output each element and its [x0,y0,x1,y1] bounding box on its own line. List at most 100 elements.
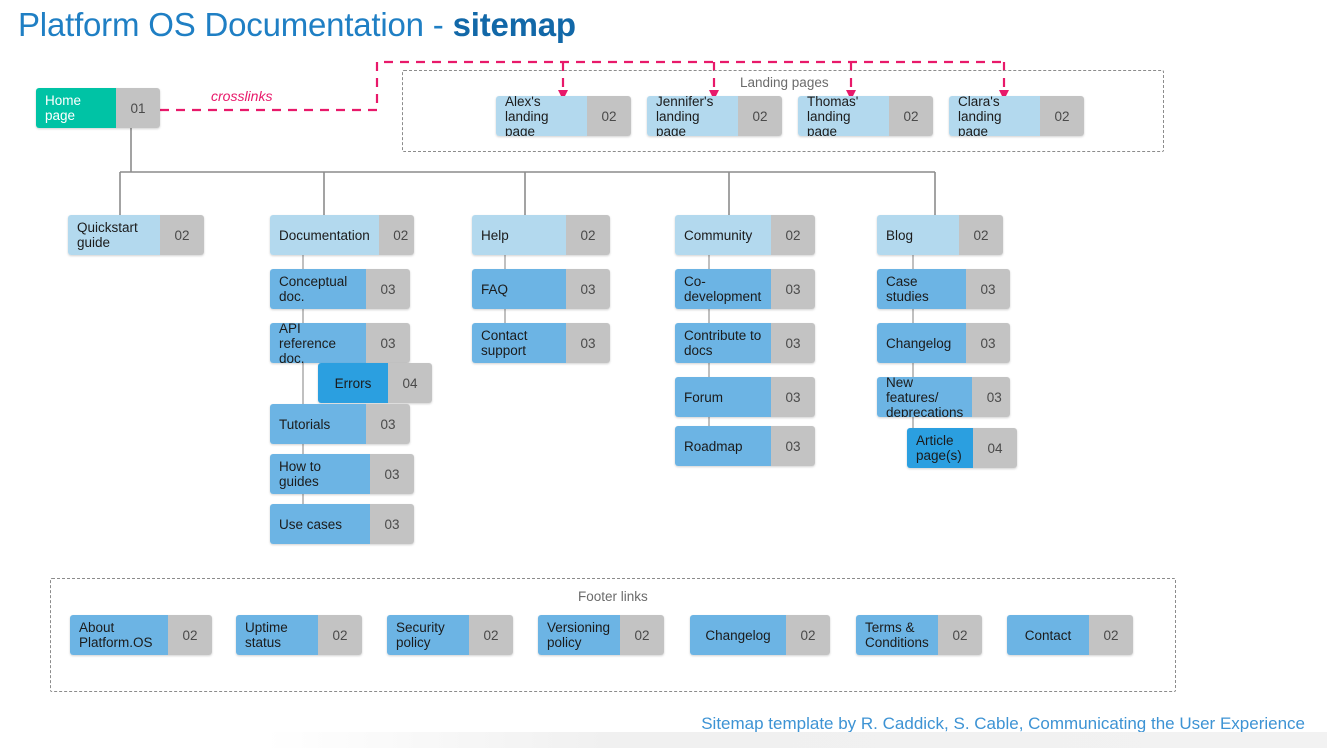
node-number: 02 [587,96,631,136]
node-label: Home page [36,88,116,128]
node-number: 03 [566,323,610,363]
node-co-development[interactable]: Co-development 03 [675,269,815,309]
node-label: Forum [675,377,771,417]
node-api-reference-doc[interactable]: API reference doc. 03 [270,323,410,363]
node-number: 03 [370,454,414,494]
node-footer-changelog[interactable]: Changelog 02 [690,615,830,655]
node-number: 03 [771,377,815,417]
node-label: New features/ deprecations [877,377,973,417]
node-conceptual-doc[interactable]: Conceptual doc. 03 [270,269,410,309]
node-number: 02 [469,615,513,655]
node-footer-contact[interactable]: Contact 02 [1007,615,1133,655]
landing-pages-group [402,70,1164,152]
node-documentation[interactable]: Documentation 02 [270,215,414,255]
node-number: 03 [366,269,410,309]
node-community[interactable]: Community 02 [675,215,815,255]
node-blog[interactable]: Blog 02 [877,215,1003,255]
node-roadmap[interactable]: Roadmap 03 [675,426,815,466]
node-footer-about[interactable]: About Platform.OS 02 [70,615,212,655]
node-forum[interactable]: Forum 03 [675,377,815,417]
node-number: 02 [1089,615,1133,655]
node-footer-uptime-status[interactable]: Uptime status 02 [236,615,362,655]
node-label: Changelog [690,615,786,655]
node-number: 02 [168,615,212,655]
node-label: Quickstart guide [68,215,160,255]
node-label: Use cases [270,504,370,544]
node-number: 01 [116,88,160,128]
node-label: Help [472,215,566,255]
node-label: About Platform.OS [70,615,168,655]
node-number: 02 [318,615,362,655]
page-title: Platform OS Documentation - sitemap [18,6,576,44]
node-changelog[interactable]: Changelog 03 [877,323,1010,363]
node-number: 03 [966,323,1010,363]
node-help[interactable]: Help 02 [472,215,610,255]
node-number: 02 [738,96,782,136]
node-article-pages[interactable]: Article page(s) 04 [907,428,1017,468]
node-landing-clara[interactable]: Clara's landing page 02 [949,96,1084,136]
node-label: Roadmap [675,426,771,466]
node-home-page[interactable]: Home page 01 [36,88,160,128]
node-label: Jennifer's landing page [647,96,738,136]
node-contact-support[interactable]: Contact support 03 [472,323,610,363]
node-label: How to guides [270,454,370,494]
node-number: 03 [566,269,610,309]
node-number: 02 [786,615,830,655]
node-number: 03 [370,504,414,544]
node-label: Contact [1007,615,1089,655]
footer-links-group-title: Footer links [571,589,655,604]
node-label: Documentation [270,215,379,255]
node-footer-versioning-policy[interactable]: Versioning policy 02 [538,615,664,655]
landing-pages-group-title: Landing pages [733,75,836,90]
node-footer-terms-conditions[interactable]: Terms & Conditions 02 [856,615,982,655]
node-number: 02 [959,215,1003,255]
node-label: Tutorials [270,404,366,444]
node-label: Case studies [877,269,966,309]
node-errors[interactable]: Errors 04 [318,363,432,403]
node-case-studies[interactable]: Case studies 03 [877,269,1010,309]
crosslinks-label: crosslinks [211,88,273,104]
node-label: Errors [318,363,388,403]
node-number: 02 [771,215,815,255]
node-label: Article page(s) [907,428,973,468]
node-number: 02 [160,215,204,255]
footer-links-group [50,578,1176,692]
node-number: 03 [972,377,1010,417]
node-use-cases[interactable]: Use cases 03 [270,504,414,544]
node-new-features-deprecations[interactable]: New features/ deprecations 03 [877,377,1010,417]
node-faq[interactable]: FAQ 03 [472,269,610,309]
node-number: 02 [889,96,933,136]
node-label: Clara's landing page [949,96,1040,136]
node-number: 03 [771,269,815,309]
node-label: Security policy [387,615,469,655]
node-label: FAQ [472,269,566,309]
node-quickstart-guide[interactable]: Quickstart guide 02 [68,215,204,255]
node-number: 04 [973,428,1017,468]
node-number: 03 [966,269,1010,309]
page-title-main: Platform OS Documentation - [18,6,453,43]
attribution-text: Sitemap template by R. Caddick, S. Cable… [701,714,1305,733]
node-landing-thomas[interactable]: Thomas' landing page 02 [798,96,933,136]
node-label: API reference doc. [270,323,366,363]
bottom-gradient-band [0,732,1327,748]
node-number: 02 [620,615,664,655]
node-label: Uptime status [236,615,318,655]
node-label: Co-development [675,269,771,309]
node-label: Community [675,215,771,255]
node-label: Terms & Conditions [856,615,938,655]
node-number: 03 [771,323,815,363]
node-label: Thomas' landing page [798,96,889,136]
node-number: 04 [388,363,432,403]
node-contribute-to-docs[interactable]: Contribute to docs 03 [675,323,815,363]
page-title-emphasis: sitemap [452,6,577,43]
node-landing-jennifer[interactable]: Jennifer's landing page 02 [647,96,782,136]
node-label: Contact support [472,323,566,363]
node-tutorials[interactable]: Tutorials 03 [270,404,410,444]
node-how-to-guides[interactable]: How to guides 03 [270,454,414,494]
node-number: 03 [366,404,410,444]
node-label: Blog [877,215,959,255]
node-footer-security-policy[interactable]: Security policy 02 [387,615,513,655]
node-landing-alex[interactable]: Alex's landing page 02 [496,96,631,136]
node-number: 02 [566,215,610,255]
